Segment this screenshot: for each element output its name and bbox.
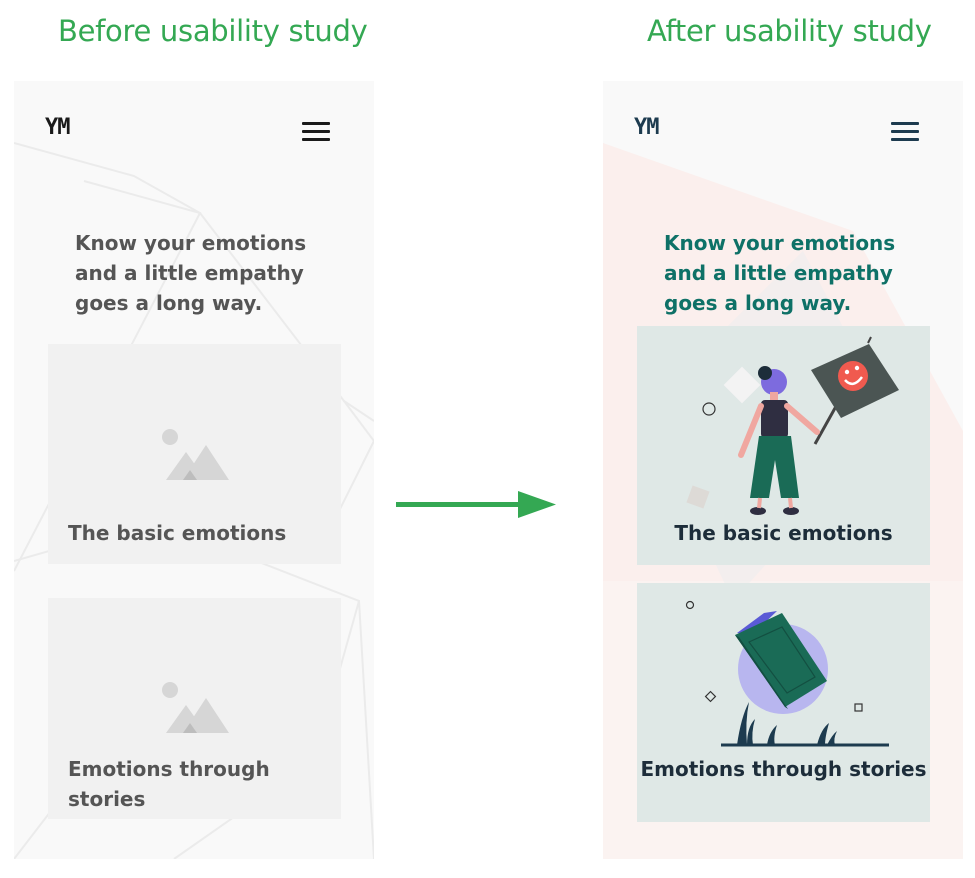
card-title: The basic emotions (674, 521, 893, 545)
card-basic-emotions[interactable]: The basic emotions (48, 344, 341, 564)
hero-tagline: Know your emotions and a little empathy … (75, 231, 307, 315)
after-phone-mockup: YM Know your emotions and a little empat… (603, 81, 963, 859)
image-placeholder-icon (162, 429, 229, 480)
logo[interactable]: YM (45, 115, 70, 140)
card-title: Emotions through stories (640, 757, 927, 781)
card-emotions-through-stories[interactable]: Emotions through stories (637, 583, 930, 822)
image-placeholder-icon (162, 682, 229, 733)
green-book-illustration (685, 600, 889, 747)
after-heading: After usability study (647, 14, 932, 48)
card-emotions-through-stories[interactable]: Emotions through stories (48, 598, 341, 819)
before-phone-mockup: YM Know your emotions and a little empat… (14, 81, 374, 859)
hero-tagline: Know your emotions and a little empathy … (664, 231, 896, 315)
hamburger-menu-icon[interactable] (302, 122, 330, 142)
hamburger-menu-icon[interactable] (891, 122, 919, 142)
card-basic-emotions[interactable]: The basic emotions (637, 326, 930, 565)
card-title: The basic emotions (68, 521, 287, 545)
card-title: Emotions through stories (68, 757, 270, 811)
before-heading: Before usability study (58, 14, 368, 48)
woman-holding-smiley-sign-illustration (686, 336, 899, 515)
logo[interactable]: YM (634, 115, 659, 140)
right-arrow-icon (396, 491, 556, 518)
